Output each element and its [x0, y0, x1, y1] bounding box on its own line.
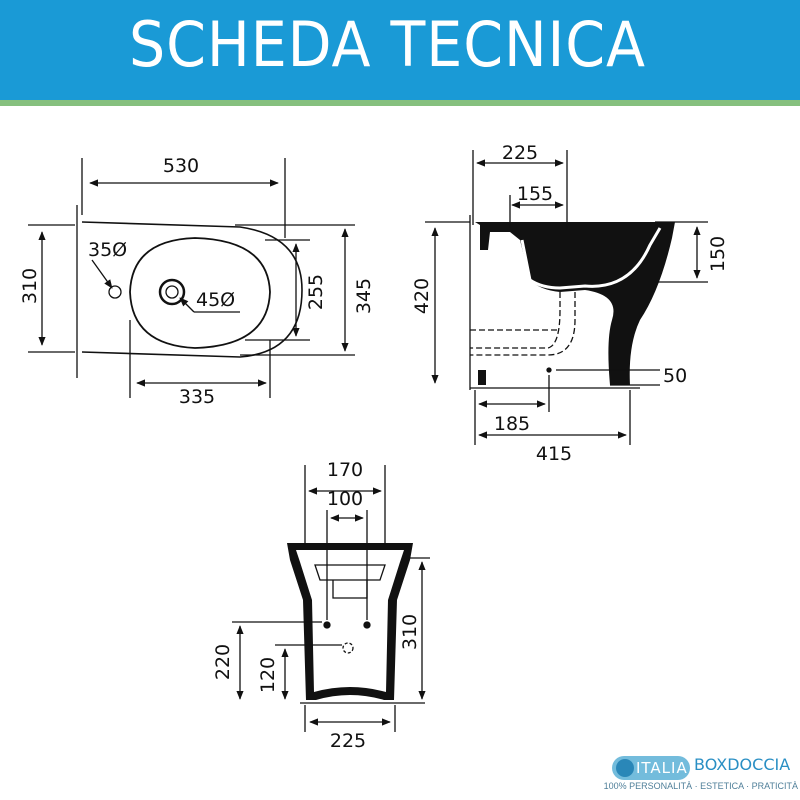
label-drain-hole: 45Ø [196, 289, 235, 311]
dim-side-top-width: 225 [502, 142, 538, 164]
dim-front-top-width: 170 [327, 459, 363, 481]
top-view [28, 158, 355, 398]
dim-base-width: 225 [330, 730, 366, 752]
brand-logo: ITALIA BOXDOCCIA 100% PERSONALITÀ · ESTE… [560, 752, 798, 796]
dim-tap-offset: 155 [517, 183, 553, 205]
logo-tagline: 100% PERSONALITÀ · ESTETICA · PRATICITÀ [603, 781, 798, 791]
front-view [232, 465, 430, 732]
dim-fixing-height: 220 [212, 644, 234, 680]
bidet-outline-top [81, 221, 303, 358]
dim-top-width: 530 [163, 155, 199, 177]
page-title: SCHEDA TECNICA [129, 8, 646, 81]
bowl-outline-top [129, 237, 271, 349]
logo-brand-text: BOXDOCCIA [694, 755, 791, 774]
dim-rim-depth: 345 [353, 278, 375, 314]
label-tap-hole: 35Ø [88, 239, 127, 261]
dim-side-height: 420 [411, 278, 433, 314]
tap-hole [108, 285, 122, 299]
dim-top-depth: 310 [19, 268, 41, 304]
dim-drain-offset: 185 [494, 413, 530, 435]
dim-front-drain-height: 120 [257, 657, 279, 693]
drain-hole [158, 278, 186, 306]
water-drop-icon [616, 759, 634, 777]
dim-rim-height: 150 [707, 236, 729, 272]
dim-fixing-spacing: 100 [327, 488, 363, 510]
logo-italia-text: ITALIA [636, 759, 688, 777]
header-banner: SCHEDA TECNICA [0, 0, 800, 100]
dim-bowl-depth: 255 [305, 274, 327, 310]
dim-bowl-length: 335 [179, 386, 215, 408]
dim-front-height: 310 [399, 614, 421, 650]
side-view [425, 150, 708, 445]
dim-total-depth: 415 [536, 443, 572, 465]
header-divider [0, 100, 800, 106]
bidet-silhouette-side [475, 222, 675, 385]
dim-drain-height: 50 [663, 365, 687, 387]
